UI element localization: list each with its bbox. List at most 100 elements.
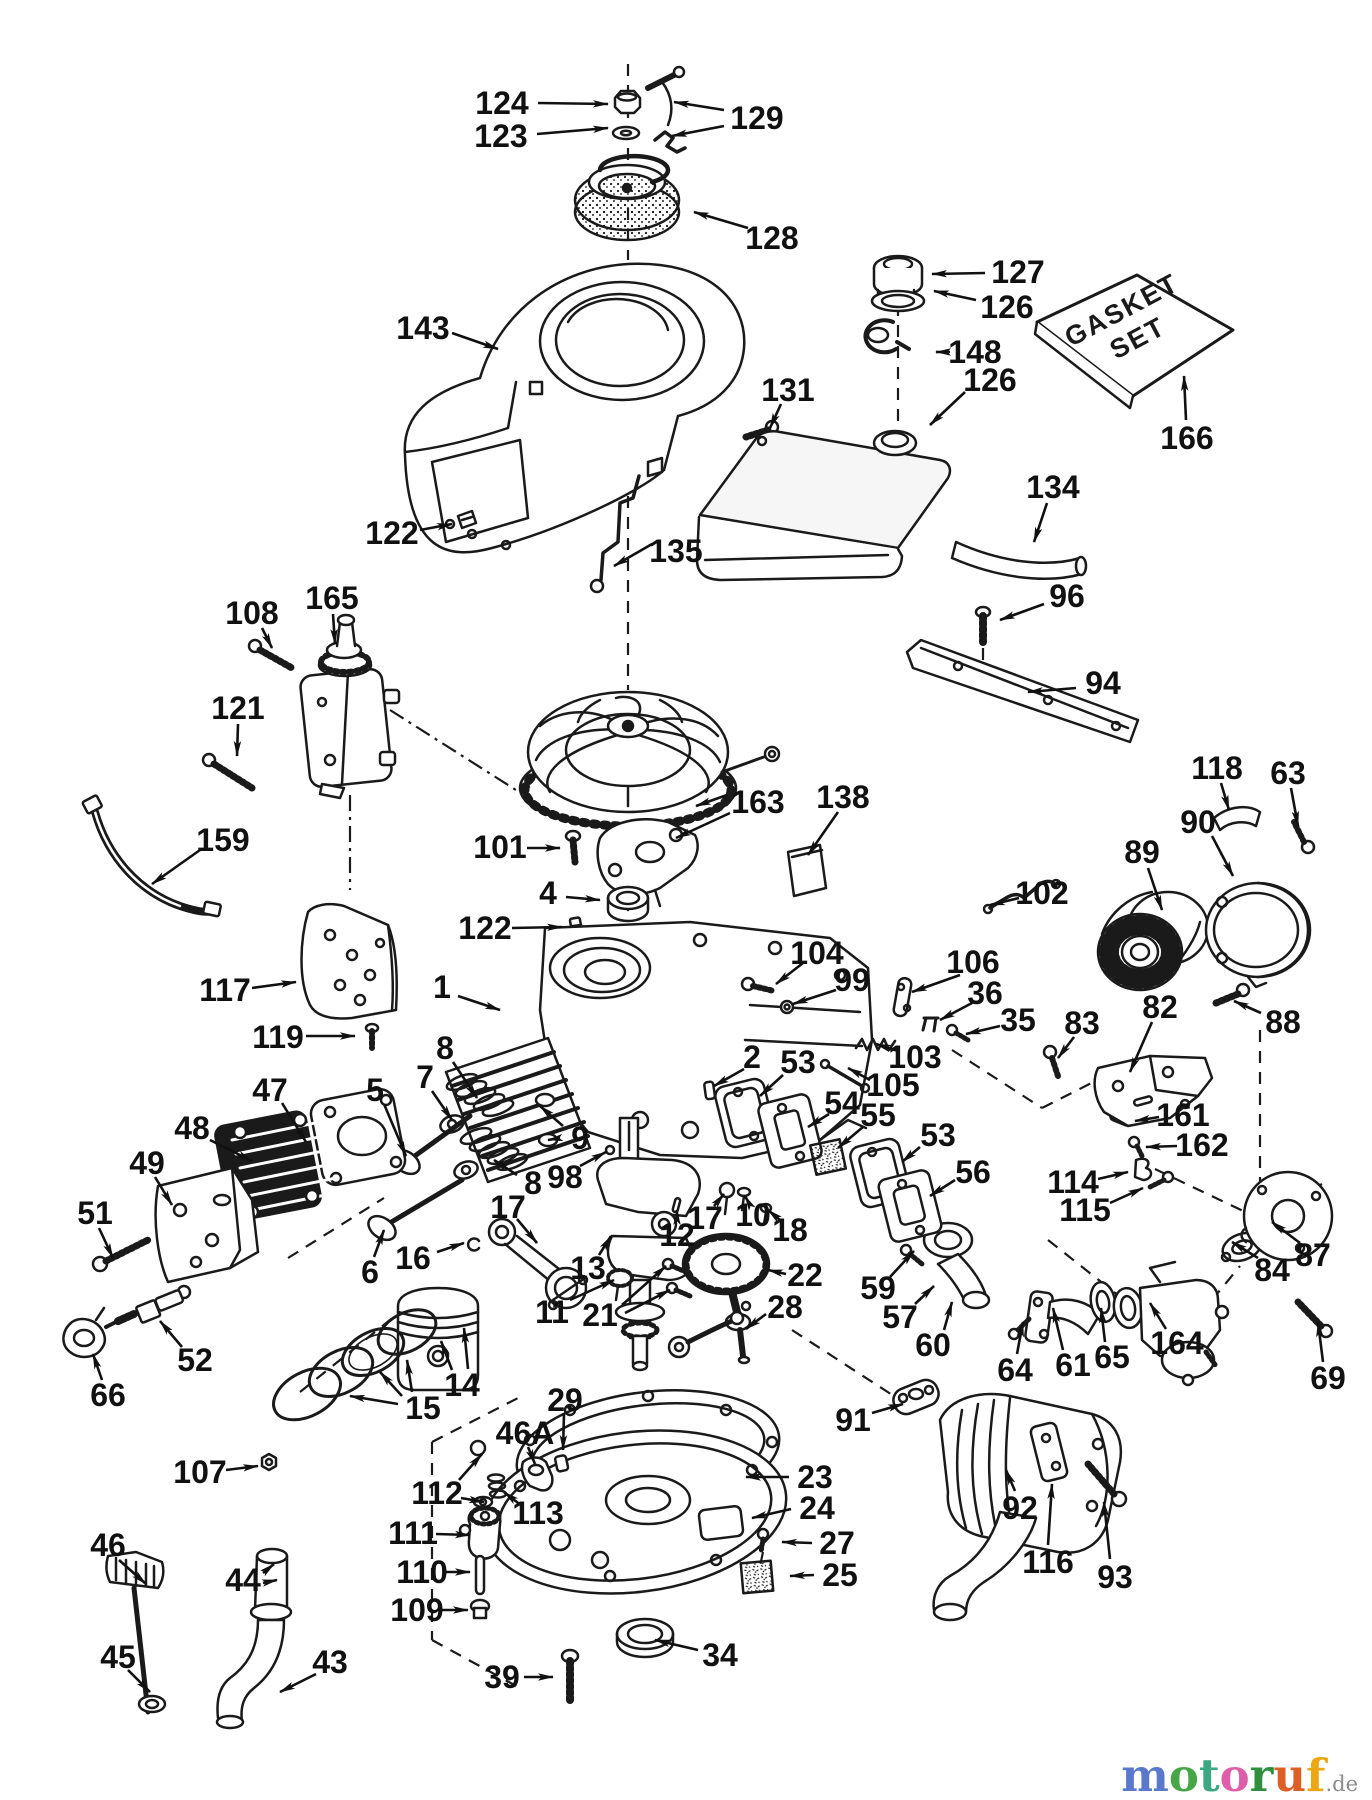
leader-arrow — [451, 331, 499, 351]
part-number-text: 117 — [199, 972, 251, 1008]
part-number-text: 92 — [1002, 1490, 1038, 1526]
part-number-text: 98 — [547, 1159, 583, 1195]
part-label-44: 44 — [225, 1562, 278, 1598]
part-number-text: 118 — [1191, 750, 1243, 786]
part-label-7: 7 — [416, 1059, 454, 1121]
spark-plug — [104, 1284, 192, 1329]
part-label-126: 126 — [933, 289, 1034, 325]
part-label-123: 123 — [474, 118, 609, 154]
part-number-text: 127 — [991, 254, 1044, 290]
part-label-36: 36 — [939, 975, 1003, 1022]
exhaust-gasket-91 — [892, 1378, 940, 1416]
leader-arrow — [537, 100, 609, 108]
leader-arrow — [525, 1446, 537, 1465]
governor-rod-102 — [982, 878, 1062, 915]
leader-arrow — [260, 627, 274, 649]
part-label-91: 91 — [835, 1402, 904, 1438]
part-number-text: 101 — [473, 829, 526, 865]
leader-arrow — [159, 1320, 183, 1348]
starter-bolt-108 — [247, 638, 296, 672]
part-label-6: 6 — [361, 1229, 386, 1290]
part-label-161: 161 — [1134, 1097, 1210, 1133]
part-number-text: 43 — [312, 1644, 348, 1680]
dowel-pin-2 — [703, 1080, 717, 1101]
part-label-119: 119 — [252, 1019, 356, 1055]
leader-arrow — [901, 1146, 921, 1163]
leader-arrow — [1146, 867, 1164, 911]
part-label-46: 46 — [90, 1527, 147, 1585]
leader-arrow — [889, 1250, 915, 1278]
part-label-61: 61 — [1051, 1307, 1091, 1383]
part-label-108: 108 — [225, 595, 279, 649]
part-label-112: 112 — [411, 1453, 485, 1511]
watermark-letter: t — [1198, 1749, 1220, 1800]
module-bolt-101 — [564, 829, 582, 866]
part-number-text: 39 — [484, 1659, 520, 1695]
leader-arrow — [379, 1371, 403, 1397]
part-number-text: 129 — [730, 100, 783, 136]
part-number-text: 123 — [474, 118, 527, 154]
part-label-16: 16 — [395, 1240, 465, 1276]
part-number-text: 96 — [1049, 578, 1085, 614]
part-number-text: 148 — [948, 334, 1001, 370]
leader-arrow — [875, 1042, 899, 1053]
part-number-text: 4 — [539, 875, 557, 911]
leader-arrow — [675, 811, 731, 840]
leader-arrow — [931, 270, 986, 278]
part-label-93: 93 — [1097, 1501, 1133, 1595]
piston-rings — [272, 1308, 438, 1422]
gasket-138 — [786, 843, 828, 898]
leader-arrow — [711, 1193, 725, 1208]
part-label-96: 96 — [999, 578, 1085, 622]
part-label-148: 148 — [935, 334, 1002, 370]
pump-plunger-110 — [474, 1554, 486, 1596]
part-number-text: 107 — [173, 1454, 226, 1490]
leader-arrow — [1056, 1036, 1076, 1059]
watermark-letter: r — [1249, 1749, 1274, 1800]
part-label-57: 57 — [882, 1285, 935, 1335]
part-number-text: 122 — [365, 515, 418, 551]
leader-arrow — [457, 994, 501, 1012]
leader-arrow — [91, 1353, 104, 1381]
part-number-text: 12 — [659, 1217, 695, 1253]
part-label-45: 45 — [100, 1639, 151, 1693]
part-number-text: 159 — [196, 822, 249, 858]
watermark-suffix: .de — [1325, 1772, 1358, 1796]
part-label-17: 17 — [490, 1189, 538, 1244]
part-number-text: 63 — [1270, 755, 1306, 791]
part-number-text: 90 — [1180, 804, 1216, 840]
pump-ball-washer-112 — [469, 1439, 494, 1509]
watermark-letter: u — [1273, 1749, 1307, 1800]
leader-arrow — [458, 1453, 483, 1481]
leader-arrow — [1180, 375, 1189, 421]
part-number-text: 49 — [129, 1145, 165, 1181]
fuel-cap — [872, 254, 924, 303]
leader-arrow — [349, 1394, 399, 1406]
leader-arrow — [1233, 999, 1262, 1015]
part-label-65: 65 — [1094, 1307, 1130, 1375]
part-label-114: 114 — [1047, 1164, 1129, 1200]
watermark-letter: f — [1306, 1749, 1326, 1800]
dipstick-washer-45 — [137, 1694, 167, 1714]
part-label-135: 135 — [613, 533, 703, 569]
plug-boot — [62, 1306, 106, 1359]
part-label-88: 88 — [1233, 999, 1301, 1040]
muffler — [932, 1392, 1123, 1622]
air-cleaner-housing — [1204, 881, 1312, 989]
leader-arrow — [1109, 1186, 1144, 1205]
part-number-text: 66 — [90, 1377, 126, 1413]
part-label-53: 53 — [901, 1117, 956, 1163]
part-label-115: 115 — [1059, 1186, 1144, 1228]
mounting-bracket-117 — [300, 903, 398, 1020]
part-label-109: 109 — [390, 1592, 469, 1628]
part-number-text: 115 — [1059, 1192, 1111, 1228]
leader-arrow — [942, 1301, 954, 1331]
leader-arrow — [597, 1235, 613, 1256]
part-number-text: 164 — [1150, 1325, 1204, 1361]
governor-washer-99 — [779, 999, 795, 1015]
fuel-hose — [950, 540, 1088, 580]
part-label-24: 24 — [751, 1490, 835, 1526]
starter-bolt-121 — [201, 752, 256, 792]
part-label-103: 103 — [875, 1039, 942, 1075]
part-number-text: 16 — [395, 1240, 431, 1276]
